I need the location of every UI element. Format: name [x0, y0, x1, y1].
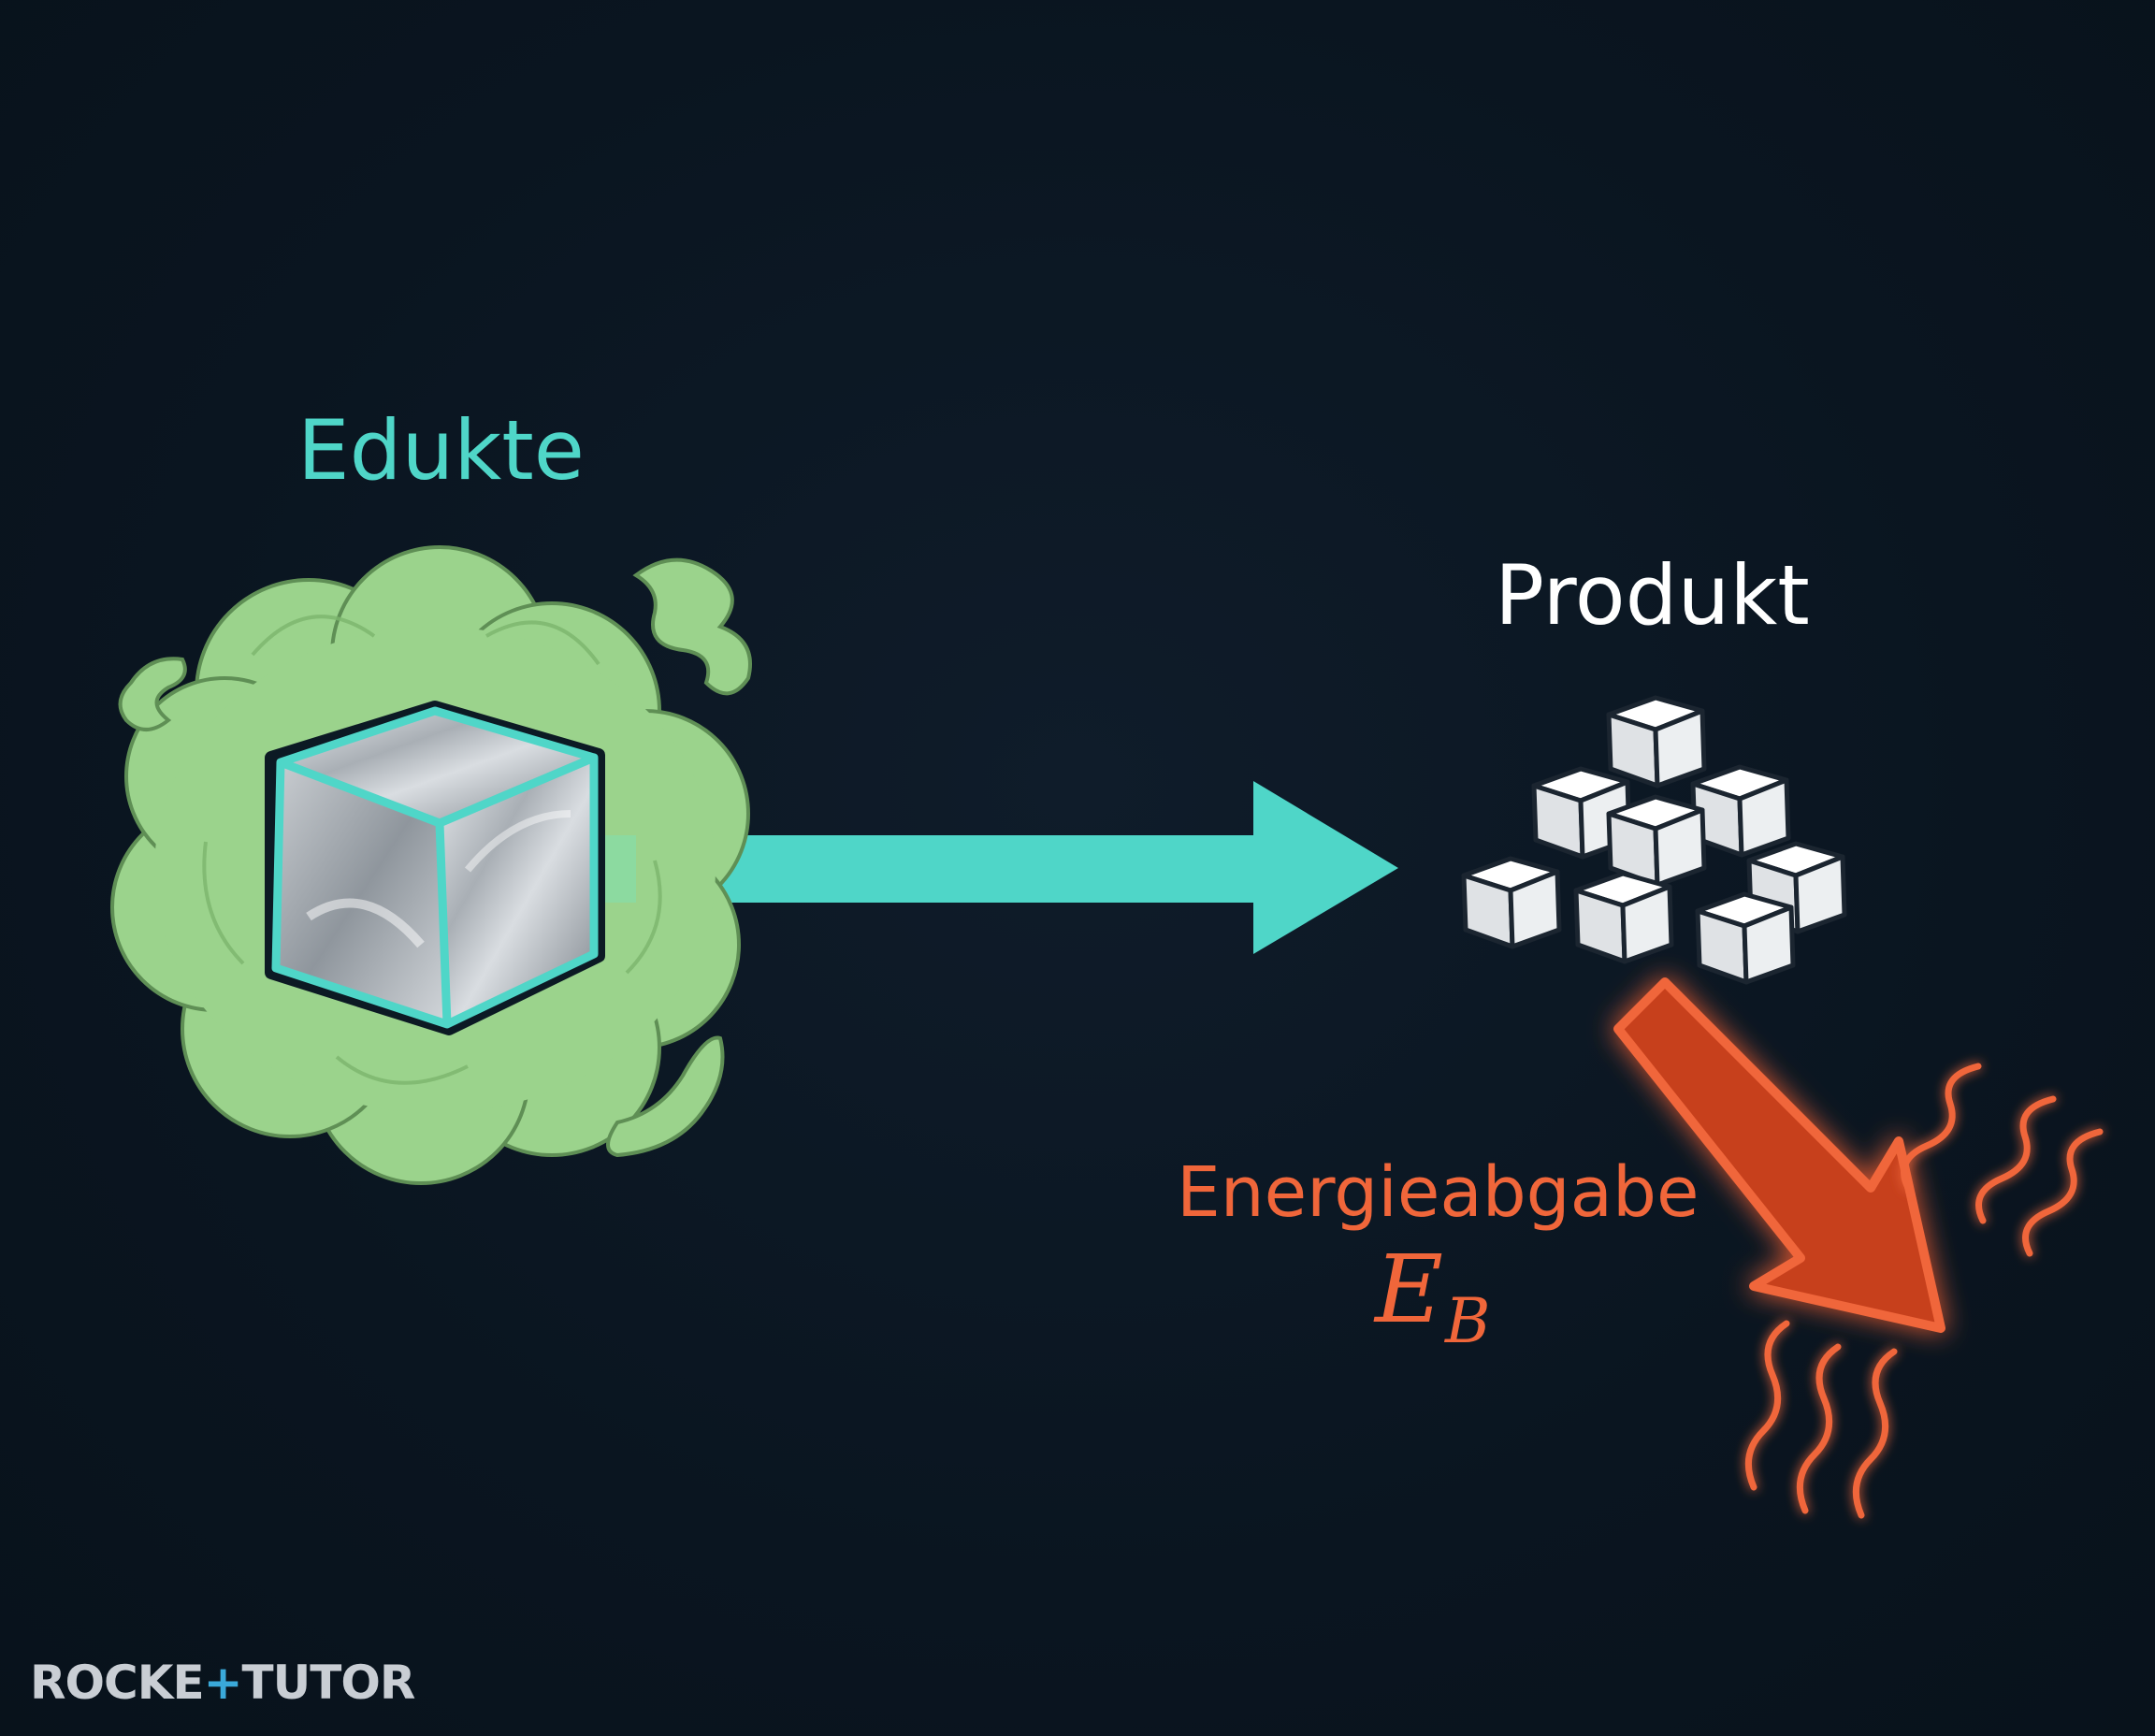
- energy-release-arrow-icon: [1613, 977, 1945, 1333]
- energy-symbol-subscript: B: [1445, 1285, 1491, 1357]
- crystal-cubes-icon: [1461, 695, 1847, 985]
- logo-text-part1: ROCKE: [30, 1656, 205, 1710]
- reactant-label: Edukte: [297, 402, 585, 499]
- product-label: Produkt: [1495, 547, 1810, 644]
- reaction-arrow-icon: [599, 781, 1398, 954]
- metal-cube-icon: [265, 701, 605, 1035]
- energy-symbol: EB: [1375, 1235, 1491, 1357]
- logo-text-part2: TUTOR: [241, 1656, 416, 1710]
- energy-label: Energieabgabe: [1177, 1152, 1699, 1233]
- logo-plus: +: [203, 1656, 243, 1710]
- energy-symbol-main: E: [1375, 1235, 1443, 1344]
- heat-waves-icon: [1744, 1063, 2104, 1519]
- brand-logo: ROCKE+TUTOR: [30, 1656, 416, 1710]
